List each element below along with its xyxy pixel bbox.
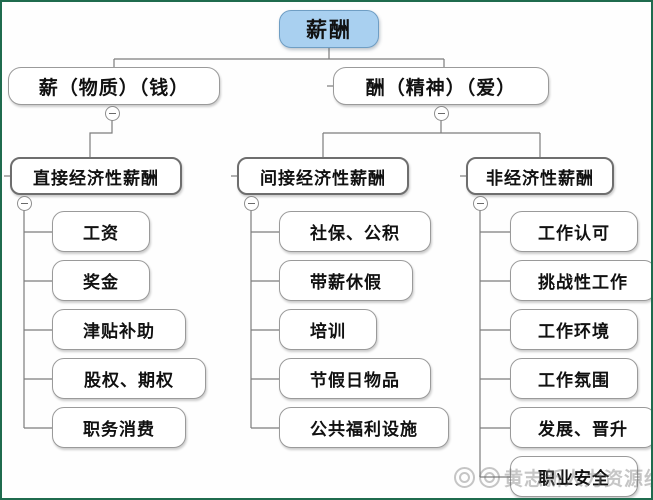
- leaf-label: 社保、公积: [310, 224, 400, 243]
- leaf-label: 津贴补助: [83, 322, 155, 341]
- leaf-node[interactable]: 公共福利设施: [279, 407, 449, 448]
- leaf-label: 培训: [310, 322, 346, 341]
- leaf-node[interactable]: 社保、公积: [279, 211, 431, 252]
- leaf-label: 股权、期权: [84, 371, 174, 390]
- collapse-toggle-icon-chou[interactable]: [434, 106, 449, 121]
- node-root-label: 薪酬: [306, 19, 352, 42]
- node-label: 酬（精神）（爱）: [365, 77, 517, 99]
- leaf-label: 职务消费: [83, 420, 155, 439]
- watermark-badge-icon: [454, 467, 475, 488]
- leaf-node[interactable]: 带薪休假: [279, 260, 413, 301]
- leaf-label: 发展、晋升: [538, 420, 628, 439]
- node-label: 直接经济性薪酬: [33, 168, 159, 188]
- leaf-node[interactable]: 职务消费: [52, 407, 186, 448]
- leaf-label: 奖金: [83, 273, 119, 292]
- leaf-label: 节假日物品: [310, 371, 400, 390]
- leaf-label: 职业安全: [538, 469, 610, 488]
- node-chou-spirit-love[interactable]: 酬（精神）（爱）: [333, 67, 549, 105]
- leaf-node[interactable]: 工作氛围: [510, 358, 638, 399]
- node-label: 薪（物质）（钱）: [38, 77, 190, 99]
- node-root[interactable]: 薪酬: [279, 10, 379, 48]
- leaf-node[interactable]: 节假日物品: [279, 358, 431, 399]
- leaf-label: 公共福利设施: [310, 420, 418, 439]
- collapse-toggle-icon-direct[interactable]: [17, 196, 32, 211]
- node-direct-economic-pay[interactable]: 直接经济性薪酬: [10, 157, 182, 195]
- leaf-node[interactable]: 津贴补助: [52, 309, 186, 350]
- leaf-node[interactable]: 挑战性工作: [510, 260, 651, 301]
- watermark-badge-icon: [479, 467, 500, 488]
- leaf-label: 工资: [83, 224, 119, 243]
- leaf-node[interactable]: 工作认可: [510, 211, 638, 252]
- leaf-node[interactable]: 工作环境: [510, 309, 638, 350]
- leaf-node[interactable]: 奖金: [52, 260, 150, 301]
- node-xin-material-money[interactable]: 薪（物质）（钱）: [8, 67, 220, 105]
- leaf-label: 工作环境: [538, 322, 610, 341]
- node-noneconomic-pay[interactable]: 非经济性薪酬: [466, 157, 614, 195]
- leaf-label: 带薪休假: [310, 273, 382, 292]
- leaf-node[interactable]: 职业安全: [510, 456, 638, 497]
- leaf-node[interactable]: 发展、晋升: [510, 407, 651, 448]
- leaf-node[interactable]: 工资: [52, 211, 150, 252]
- node-label: 非经济性薪酬: [486, 168, 594, 188]
- leaf-node[interactable]: 股权、期权: [52, 358, 206, 399]
- collapse-toggle-icon-xin[interactable]: [105, 106, 120, 121]
- node-label: 间接经济性薪酬: [260, 168, 386, 188]
- leaf-node[interactable]: 培训: [279, 309, 377, 350]
- collapse-toggle-icon-noneconomic[interactable]: [473, 196, 488, 211]
- leaf-label: 工作认可: [538, 224, 610, 243]
- leaf-label: 工作氛围: [538, 371, 610, 390]
- node-indirect-economic-pay[interactable]: 间接经济性薪酬: [237, 157, 409, 195]
- leaf-label: 挑战性工作: [538, 273, 628, 292]
- collapse-toggle-icon-indirect[interactable]: [244, 196, 259, 211]
